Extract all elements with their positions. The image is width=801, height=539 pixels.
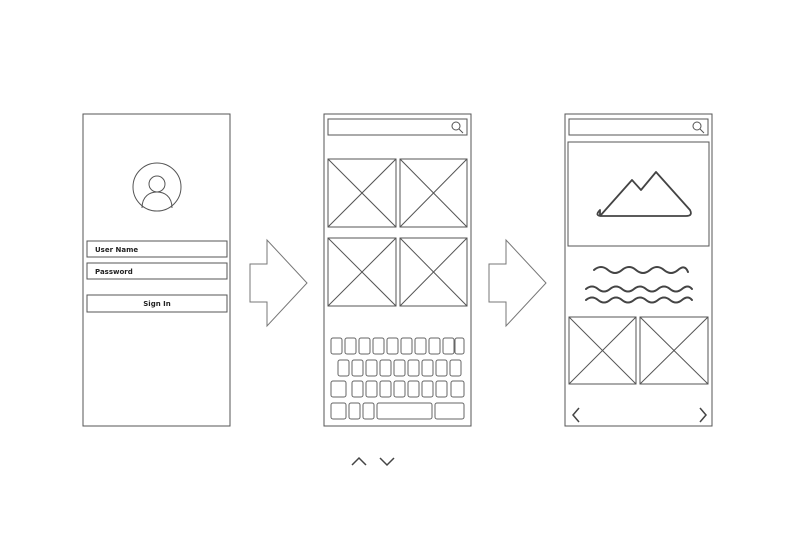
detail-screen (564, 113, 713, 427)
return-key[interactable] (434, 402, 465, 420)
search-icon (451, 121, 464, 134)
chevron-down-icon[interactable] (379, 457, 395, 467)
detail-phone-frame (564, 113, 713, 427)
symbols-key[interactable] (330, 402, 347, 420)
keyboard-key[interactable] (421, 380, 434, 398)
image-placeholder (399, 237, 468, 307)
thumbnail-placeholder (568, 316, 637, 385)
keyboard-key[interactable] (351, 380, 364, 398)
username-field[interactable] (86, 240, 228, 258)
keyboard-key[interactable] (393, 359, 406, 377)
spacebar-key[interactable] (376, 402, 433, 420)
keyboard-key[interactable] (393, 380, 406, 398)
keyboard-key[interactable] (400, 337, 413, 355)
keyboard-key[interactable] (344, 337, 357, 355)
signin-label: Sign In (143, 300, 170, 308)
gallery-phone-frame (323, 113, 472, 427)
keyboard-key[interactable] (435, 359, 448, 377)
keyboard-key[interactable] (365, 359, 378, 377)
keyboard-key[interactable] (435, 380, 448, 398)
keyboard-key[interactable] (414, 337, 427, 355)
keyboard-key[interactable] (407, 359, 420, 377)
keyboard-key[interactable] (348, 402, 361, 420)
image-placeholder (327, 158, 397, 228)
login-screen: User Name Password Sign In (82, 113, 231, 427)
password-label: Password (95, 268, 133, 276)
keyboard-key[interactable] (407, 380, 420, 398)
keyboard-key[interactable] (449, 359, 462, 377)
chevron-right-icon[interactable] (699, 407, 707, 423)
keyboard-key[interactable] (379, 380, 392, 398)
keyboard-key[interactable] (365, 380, 378, 398)
image-placeholder (327, 237, 397, 307)
hero-image-frame (567, 141, 710, 247)
text-scribbles (585, 266, 693, 304)
arrow-right-icon (249, 238, 308, 328)
signin-button[interactable] (86, 294, 228, 313)
search-icon (692, 121, 705, 134)
keyboard-key[interactable] (442, 337, 455, 355)
keyboard-key[interactable] (454, 337, 465, 355)
keyboard-key[interactable] (386, 337, 399, 355)
thumbnail-placeholder (639, 316, 709, 385)
search-bar[interactable] (327, 118, 468, 136)
search-bar[interactable] (568, 118, 709, 136)
keyboard-key[interactable] (358, 337, 371, 355)
chevron-left-icon[interactable] (572, 407, 580, 423)
keyboard-key[interactable] (362, 402, 375, 420)
keyboard (330, 337, 465, 420)
user-avatar-icon (132, 162, 182, 212)
image-placeholder (399, 158, 468, 228)
chevron-up-icon[interactable] (351, 456, 367, 466)
username-label: User Name (95, 246, 138, 254)
mountain-image-icon (596, 171, 692, 217)
password-field[interactable] (86, 262, 228, 280)
keyboard-key[interactable] (330, 337, 343, 355)
arrow-right-icon (488, 238, 547, 328)
keyboard-key[interactable] (351, 359, 364, 377)
keyboard-key[interactable] (428, 337, 441, 355)
gallery-screen (323, 113, 472, 427)
keyboard-key[interactable] (379, 359, 392, 377)
backspace-key[interactable] (450, 380, 465, 398)
shift-key[interactable] (330, 380, 347, 398)
keyboard-key[interactable] (421, 359, 434, 377)
keyboard-key[interactable] (337, 359, 350, 377)
keyboard-key[interactable] (372, 337, 385, 355)
